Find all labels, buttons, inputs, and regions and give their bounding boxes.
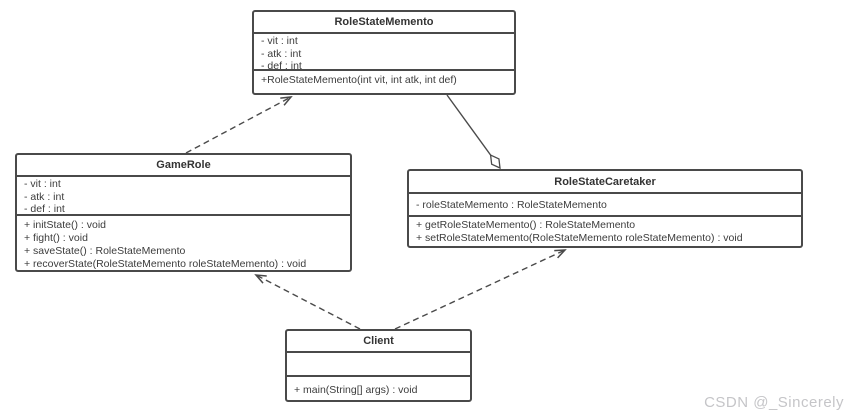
class-box-gamerole: GameRole - vit : int- atk : int- def : i… — [15, 153, 352, 272]
attributes-compartment: - vit : int- atk : int- def : int — [17, 177, 350, 216]
class-title: RoleStateMemento — [254, 12, 514, 34]
attributes-compartment: - roleStateMemento : RoleStateMemento — [409, 194, 801, 217]
method-row: + initState() : void — [24, 219, 106, 231]
methods-compartment: + getRoleStateMemento() : RoleStateMemen… — [409, 217, 801, 246]
method-row: + main(String[] args) : void — [294, 383, 418, 396]
attribute-row: - roleStateMemento : RoleStateMemento — [416, 199, 607, 211]
attribute-row: - def : int — [261, 60, 302, 71]
method-row: + fight() : void — [24, 232, 88, 244]
methods-compartment: + main(String[] args) : void — [287, 377, 470, 400]
class-title: Client — [287, 331, 470, 353]
class-box-rolestatecaretaker: RoleStateCaretaker - roleStateMemento : … — [407, 169, 803, 248]
dependency-arrow-client-to-gamerole — [256, 275, 361, 330]
csdn-watermark: CSDN @_Sincerely — [704, 394, 844, 411]
method-row: + saveState() : RoleStateMemento — [24, 245, 186, 257]
attribute-row: - vit : int — [24, 178, 61, 190]
attribute-row: - vit : int — [261, 35, 298, 47]
attributes-compartment — [287, 353, 470, 377]
attribute-row: - atk : int — [261, 47, 302, 60]
method-row: + getRoleStateMemento() : RoleStateMemen… — [416, 219, 636, 231]
dependency-arrow-client-to-rolestatecaretaker — [394, 250, 565, 330]
attribute-row: - atk : int — [24, 190, 65, 203]
method-row: + setRoleStateMemento(RoleStateMemento r… — [416, 232, 743, 244]
methods-compartment: +RoleStateMemento(int vit, int atk, int … — [254, 71, 514, 93]
attributes-compartment: - vit : int- atk : int- def : int — [254, 34, 514, 71]
class-title: RoleStateCaretaker — [409, 171, 801, 194]
class-box-client: Client + main(String[] args) : void — [285, 329, 472, 402]
method-row: + recoverState(RoleStateMemento roleStat… — [24, 258, 307, 270]
dependency-arrow-gamerole-to-rolestatememento — [185, 97, 291, 154]
attribute-row: - def : int — [24, 203, 65, 215]
aggregation-link-rolestatememento-to-rolestatecaretaker — [446, 94, 501, 170]
class-box-rolestatememento: RoleStateMemento - vit : int- atk : int-… — [252, 10, 516, 95]
methods-compartment: + initState() : void+ fight() : void+ sa… — [17, 216, 350, 270]
method-row: +RoleStateMemento(int vit, int atk, int … — [261, 74, 457, 86]
class-title: GameRole — [17, 155, 350, 177]
